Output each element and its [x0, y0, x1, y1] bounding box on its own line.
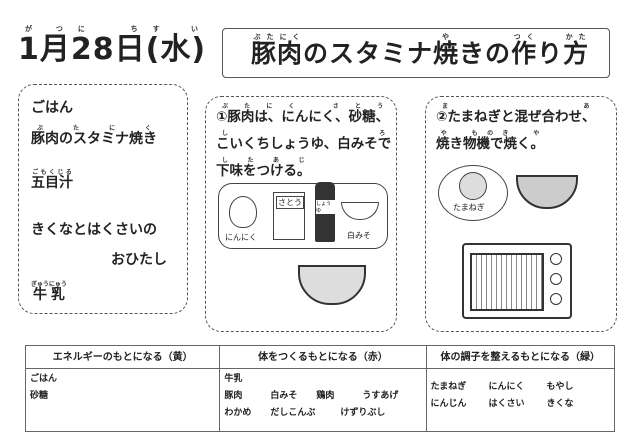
green-foods: たまねぎにんにくもやし にんじんはくさいきくな: [425, 368, 615, 432]
step-2-box: ②たまねぎと混ぜ合わせ、ま あ 焼き物機で焼く。や ものき や たまねぎ: [425, 96, 617, 332]
header-red: 体をつくるもとになる（赤）: [219, 345, 427, 369]
step-2-text: ②たまねぎと混ぜ合わせ、ま あ 焼き物機で焼く。や ものき や: [436, 103, 596, 152]
ingredients-bubble: にんにく さとう しょうゆ 白みそ: [218, 182, 388, 249]
mixing-bowl-icon: [298, 265, 366, 305]
menu-item: 豚肉のスタミナ焼きぶたにく: [31, 125, 157, 147]
onion-label: たまねぎ: [453, 203, 485, 212]
menu-item: おひたし: [111, 252, 167, 268]
menu-item: きくなとはくさいの: [31, 222, 157, 238]
red-foods: 牛乳 豚肉白みそ鶏肉うすあげ わかめだしこんぶけずりぶし: [219, 368, 427, 432]
onion-icon: [459, 172, 487, 200]
menu-item: ごはん: [31, 100, 73, 116]
menu-item: 牛乳ぎゅうにゅう: [31, 281, 67, 303]
miso-label: 白みそ: [347, 231, 371, 240]
title-scroll: 豚肉ぶたにくのスタミナ焼やきの作つくり方かた: [222, 28, 610, 78]
date-heading: 1月がつ28日にち(水)すい: [18, 25, 207, 67]
step-1-text: ①豚肉は、にんにく、砂糖、ぶたにく さとう こいくちしょうゆ、白みそでしろ 下味…: [216, 103, 392, 179]
miso-bowl-icon: [341, 202, 379, 220]
yellow-foods: ごはん砂糖: [24, 368, 221, 432]
soy-sauce-bottle-icon: しょうゆ: [315, 182, 335, 242]
mixed-bowl-icon: [516, 175, 578, 209]
header-yellow: エネルギーのもとになる（黄）: [24, 345, 221, 369]
oven-icon: [462, 243, 572, 319]
header-green: 体の調子を整えるもとになる（緑）: [425, 345, 615, 369]
garlic-icon: [229, 196, 257, 228]
menu-item: 五目汁ごもくじる: [31, 169, 73, 191]
menu-box: ごはん 豚肉のスタミナ焼きぶたにく 五目汁ごもくじる きくなとはくさいの おひた…: [18, 84, 188, 314]
page-title: 豚肉ぶたにくのスタミナ焼やきの作つくり方かた: [251, 33, 590, 68]
garlic-label: にんにく: [225, 233, 257, 242]
sugar-bag-icon: さとう: [273, 192, 305, 240]
food-groups-table: エネルギーのもとになる（黄） 体をつくるもとになる（赤） 体の調子を整えるもとに…: [24, 345, 615, 432]
onion-bubble: たまねぎ: [438, 165, 508, 221]
step-1-box: ①豚肉は、にんにく、砂糖、ぶたにく さとう こいくちしょうゆ、白みそでしろ 下味…: [205, 96, 397, 332]
